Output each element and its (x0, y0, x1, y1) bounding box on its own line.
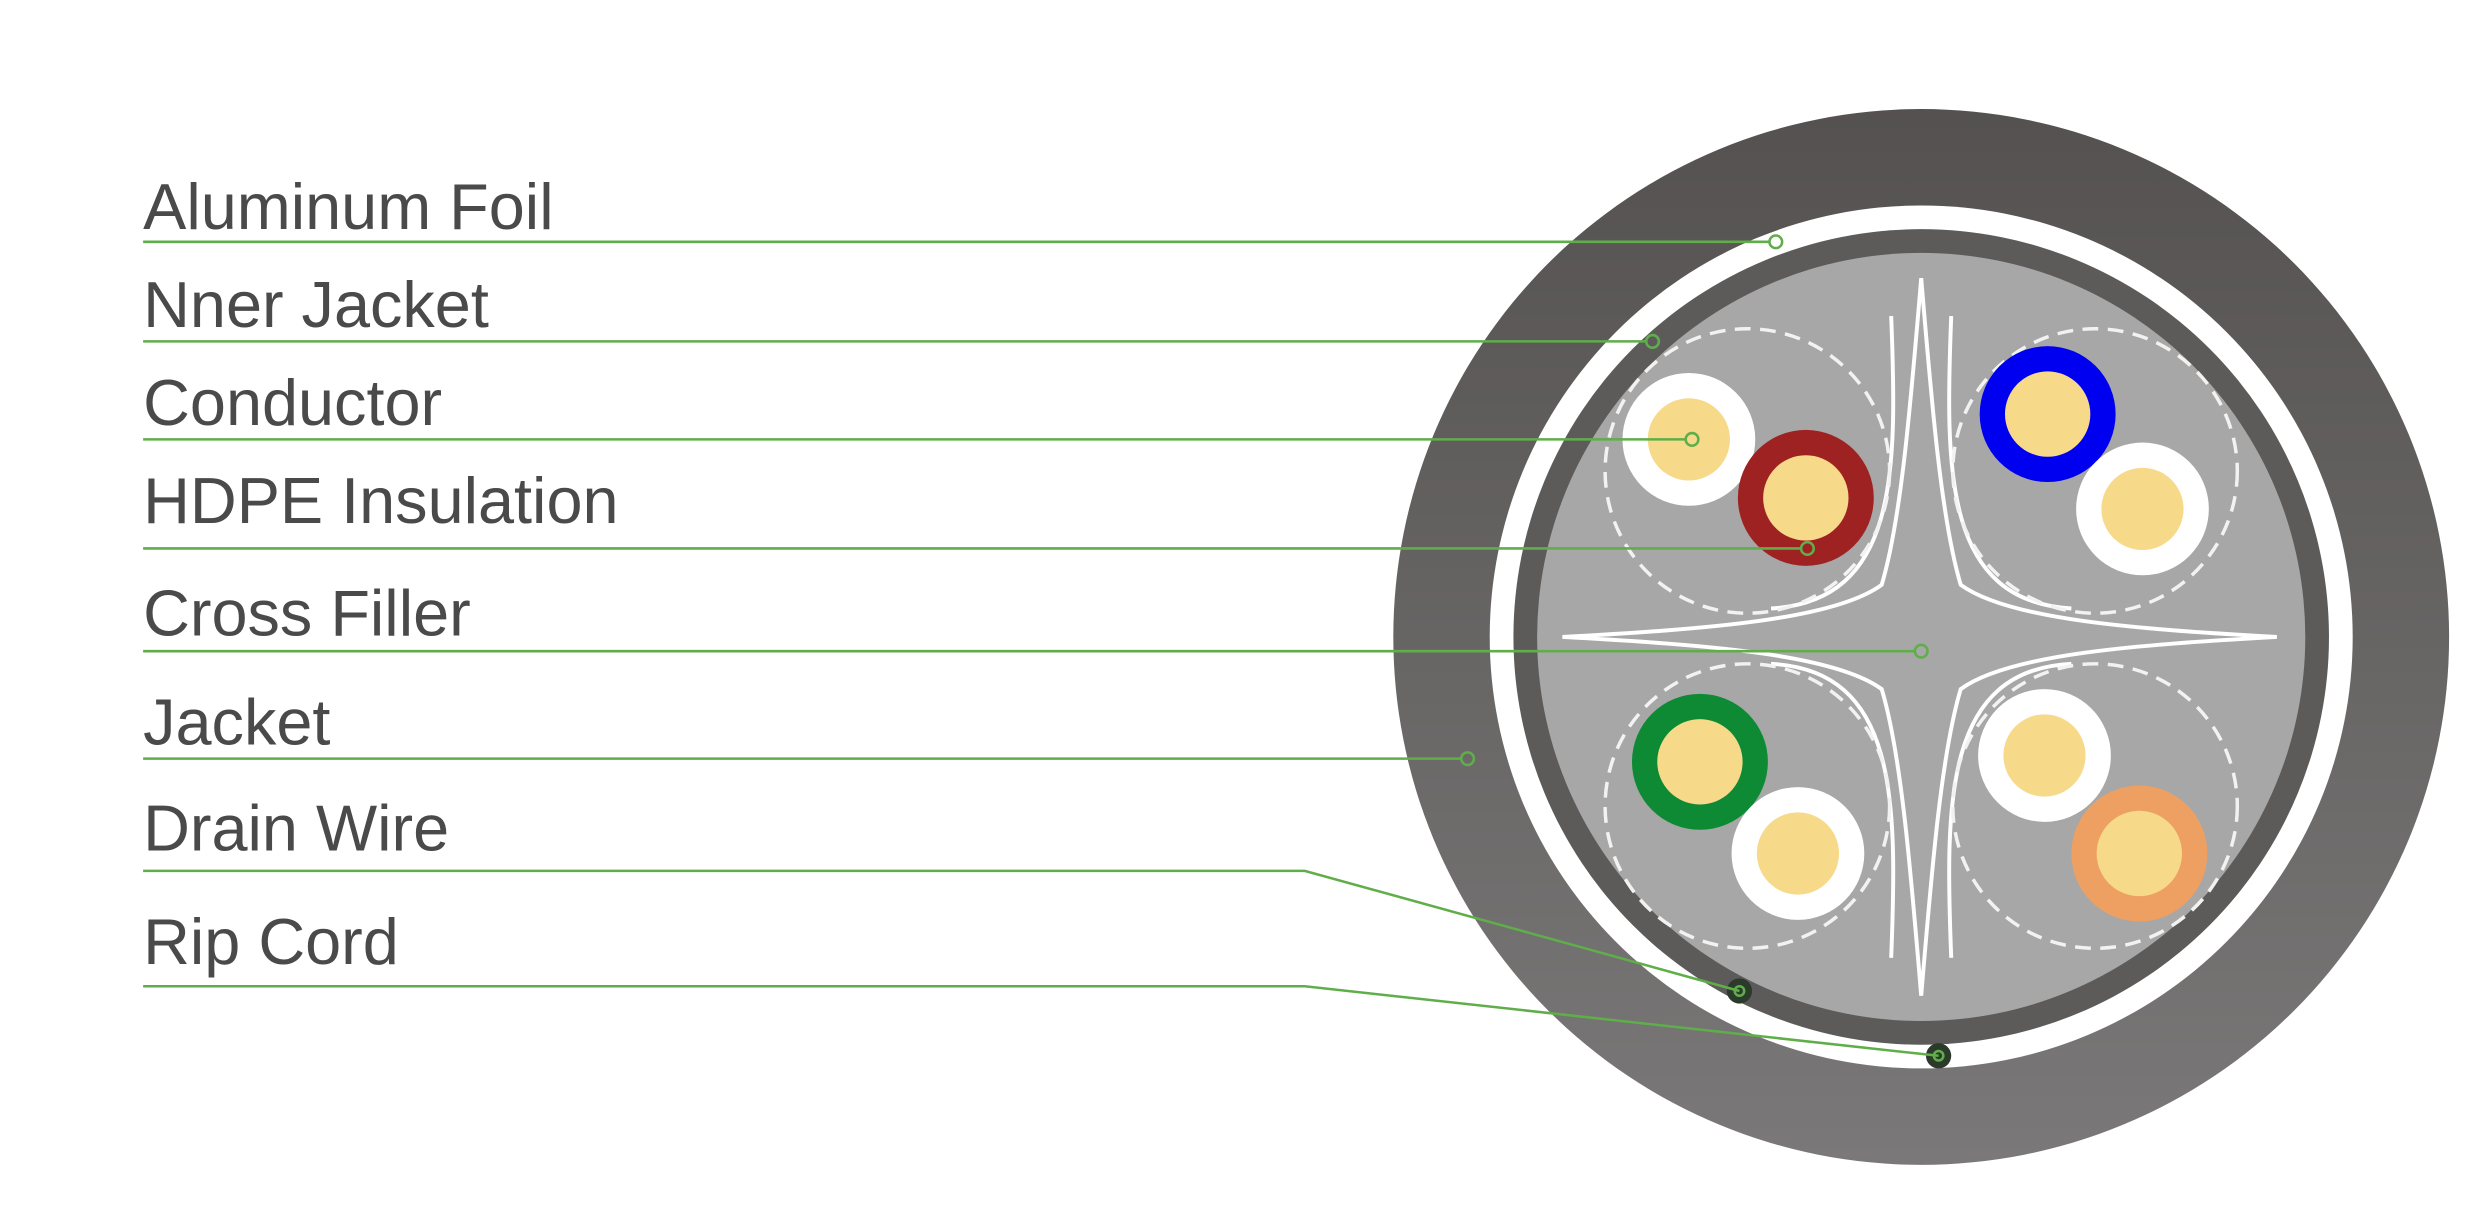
pair-blue (1979, 346, 2209, 576)
label-aluminum-foil: Aluminum Foil (143, 170, 554, 243)
pair-boundary-bl (1603, 662, 1892, 951)
cross-filler-curves (1770, 316, 2072, 958)
cable (1393, 109, 2450, 1165)
label-cross-filler: Cross Filler (143, 576, 471, 649)
leader-drain-wire (143, 869, 1740, 993)
label-rip-cord: Rip Cord (143, 905, 399, 978)
label-inner-jacket: Nner Jacket (143, 268, 489, 341)
leader-lines (143, 234, 1945, 1062)
label-drain-wire: Drain Wire (143, 791, 449, 864)
pair-green (1631, 693, 1865, 920)
cross-filler (1562, 278, 2277, 996)
pair-boundary-tr (1951, 327, 2240, 615)
pair-orange (1978, 689, 2208, 922)
label-conductor: Conductor (143, 366, 442, 439)
pair-brown (1622, 373, 1874, 566)
pair-boundary-br (1951, 662, 2240, 951)
label-hdpe-insulation: HDPE Insulation (143, 464, 618, 537)
label-jacket: Jacket (143, 685, 330, 758)
leader-rip-cord (143, 984, 1939, 1058)
pair-boundary-tl (1603, 327, 1892, 615)
labels: Aluminum Foil Nner Jacket Conductor HDPE… (143, 170, 618, 978)
